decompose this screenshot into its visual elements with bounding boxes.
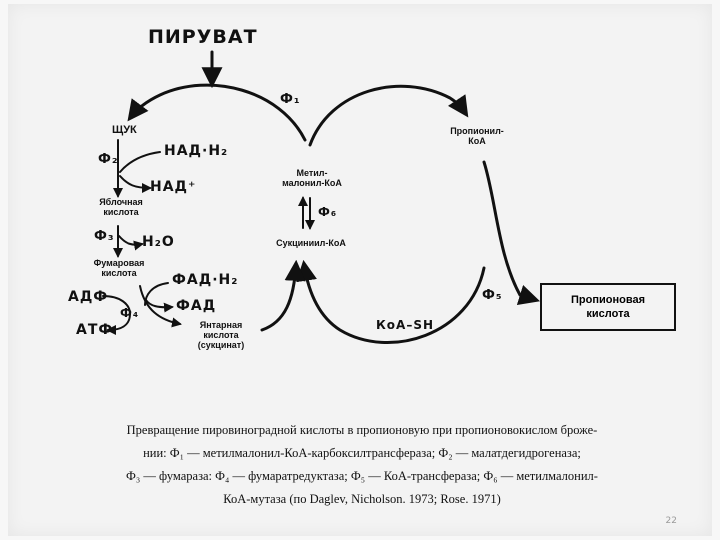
methylmalonyl-line1: Метил- <box>296 168 328 178</box>
fad-label: ФАД <box>176 298 217 314</box>
arrow-adp <box>102 295 131 315</box>
arrow-fumarate-to-succinate <box>139 285 182 328</box>
caption-line4: КоА-мутаза (по Daglev, Nicholson. 1973; … <box>223 492 501 506</box>
malic-acid-label: Яблочная кислота <box>86 197 156 217</box>
succinic-acid-line2: кислота <box>203 330 239 340</box>
adp-label: АДФ <box>68 289 109 305</box>
enzyme-f4: Ф₄ <box>120 306 140 320</box>
propionyl-coa-label: Пропионил- КоА <box>432 126 522 146</box>
arrow-nadh <box>119 151 161 173</box>
propionyl-coa-line2: КоА <box>468 136 486 146</box>
arc-to-propionyl-coa <box>308 84 469 147</box>
enzyme-f6: Ф₆ <box>318 205 338 219</box>
nadh-label: НАД·Н₂ <box>164 143 229 159</box>
fumaric-acid-label: Фумаровая кислота <box>80 258 158 278</box>
malic-acid-line2: кислота <box>103 207 139 217</box>
oxaloacetate-label: ЩУК <box>112 124 137 136</box>
fumaric-acid-line1: Фумаровая <box>93 258 145 268</box>
coa-sh-label: КоА–SН <box>376 318 435 332</box>
enzyme-f2: Ф₂ <box>98 152 119 167</box>
enzyme-f5: Ф₅ <box>482 288 503 303</box>
propionic-acid-line2: кислота <box>586 308 630 320</box>
caption-line3: Ф₃ — фумараза: Ф₄ — фумаратредуктаза; Ф₅… <box>126 469 598 483</box>
propionic-acid-box: Пропионовая кислота <box>540 283 676 331</box>
arrow-fad <box>145 299 174 313</box>
fumaric-acid-line2: кислота <box>101 268 137 278</box>
arrow-nad <box>119 175 152 193</box>
nad-label: НАД⁺ <box>150 179 197 195</box>
arc-coash-to-succinyl <box>296 259 486 345</box>
methylmalonyl-coa-label: Метил- малонил-КоА <box>262 168 362 188</box>
malic-acid-line1: Яблочная <box>99 197 143 207</box>
caption-line1: Превращение пировиноградной кислоты в пр… <box>126 423 598 437</box>
arc-f1-to-oxaloacetate <box>127 83 307 142</box>
succinic-acid-line1: Янтарная <box>199 320 243 330</box>
enzyme-f3: Ф₃ <box>94 229 115 244</box>
arrow-fadh <box>144 282 169 306</box>
arrow-water <box>118 235 144 251</box>
propionic-acid-line1: Пропионовая <box>571 294 645 306</box>
pyruvate-label: ПИРУВАТ <box>148 26 258 48</box>
methylmalonyl-line2: малонил-КоА <box>282 178 342 188</box>
arc-succinate-to-succinyl <box>260 259 306 332</box>
caption-line2: нии: Ф₁ — метилмалонил-КоА-карбоксилтран… <box>143 446 581 460</box>
atp-label: АТФ <box>76 322 114 338</box>
figure-caption: Превращение пировиноградной кислоты в пр… <box>28 419 696 511</box>
succinic-acid-label: Янтарная кислота (сукцинат) <box>178 320 264 350</box>
succinic-acid-line3: (сукцинат) <box>197 340 245 350</box>
propionyl-coa-line1: Пропионил- <box>450 126 504 136</box>
enzyme-f1: Ф₁ <box>280 92 301 107</box>
water-label: Н₂О <box>142 234 175 250</box>
arrow-atp <box>106 313 131 335</box>
succinyl-coa-label: Сукциниил-КоА <box>276 238 346 248</box>
page-number: 22 <box>665 516 677 526</box>
arc-propionyl-to-f5 <box>482 160 541 306</box>
fadh-label: ФАД·Н₂ <box>172 272 239 288</box>
